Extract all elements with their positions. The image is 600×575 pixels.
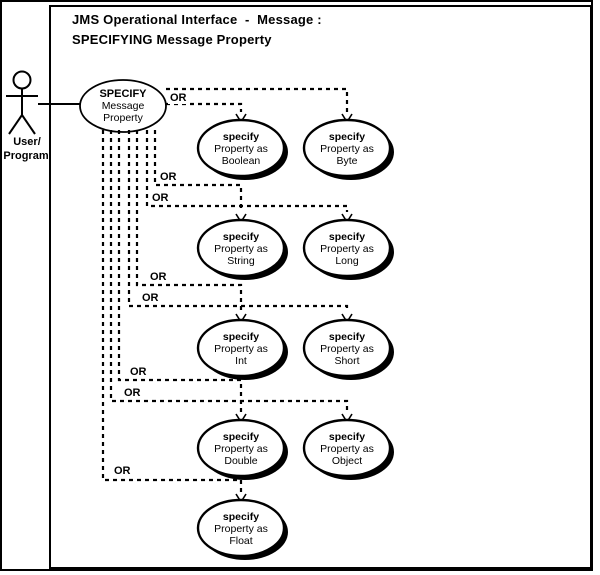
use-case-double-line3: Double [224, 455, 258, 467]
or-label-2: OR [158, 171, 179, 183]
or-label-6: OR [128, 366, 149, 378]
use-case-string-line2: Property as [214, 243, 268, 255]
use-case-double-line1: specify [222, 431, 260, 443]
extend-relationships [101, 87, 349, 492]
use-case-byte-line2: Property as [320, 143, 374, 155]
use-case-long-line1: specify [328, 231, 366, 243]
link-to-long [145, 130, 349, 212]
link-to-int [135, 130, 243, 312]
use-case-short-line1: specify [328, 331, 366, 343]
or-label-4: OR [148, 271, 169, 283]
main-use-case-line2: Message [101, 100, 145, 112]
link-to-float [101, 130, 243, 492]
use-case-int-line1: specify [222, 331, 260, 343]
use-case-specify-message-property[interactable] [79, 79, 167, 133]
use-case-boolean-line2: Property as [214, 143, 268, 155]
or-label-8: OR [112, 465, 133, 477]
use-case-byte-line3: Byte [336, 155, 358, 167]
use-case-object-line1: specify [328, 431, 366, 443]
link-to-boolean [166, 102, 243, 112]
use-case-string-line3: String [227, 255, 255, 267]
use-case-byte-line1: specify [328, 131, 366, 143]
use-case-boolean-line3: Boolean [221, 155, 261, 167]
use-case-float-line1: specify [222, 511, 260, 523]
page-title-line1: JMS Operational Interface - Message : [72, 12, 322, 27]
use-case-short-line3: Short [334, 355, 360, 367]
use-case-boolean-line1: specify [222, 131, 260, 143]
link-to-short [127, 130, 349, 312]
actor-label-line2: Program [3, 150, 49, 162]
use-case-int-line3: Int [235, 355, 247, 367]
or-label-1: OR [168, 92, 189, 104]
link-to-double [117, 130, 243, 412]
use-case-object-line3: Object [331, 455, 363, 467]
use-case-long-line2: Property as [320, 243, 374, 255]
use-case-float-line2: Property as [214, 523, 268, 535]
or-label-7: OR [122, 387, 143, 399]
use-case-ellipses [196, 118, 394, 560]
page-title-line2: SPECIFYING Message Property [72, 32, 272, 47]
system-boundary-box [49, 5, 592, 569]
main-use-case-line1: SPECIFY [99, 88, 147, 100]
actor-label-line1: User/ [13, 136, 41, 148]
link-to-object [109, 130, 349, 412]
actor-user-program-figure [6, 70, 38, 135]
use-case-long-line3: Long [335, 255, 359, 267]
or-label-3: OR [150, 192, 171, 204]
main-use-case-line3: Property [103, 112, 143, 124]
use-case-float-line3: Float [229, 535, 253, 547]
use-case-double-line2: Property as [214, 443, 268, 455]
use-case-object-line2: Property as [320, 443, 374, 455]
or-label-5: OR [140, 292, 161, 304]
use-case-string-line1: specify [222, 231, 260, 243]
use-case-short-line2: Property as [320, 343, 374, 355]
use-case-int-line2: Property as [214, 343, 268, 355]
link-to-string [153, 130, 243, 212]
